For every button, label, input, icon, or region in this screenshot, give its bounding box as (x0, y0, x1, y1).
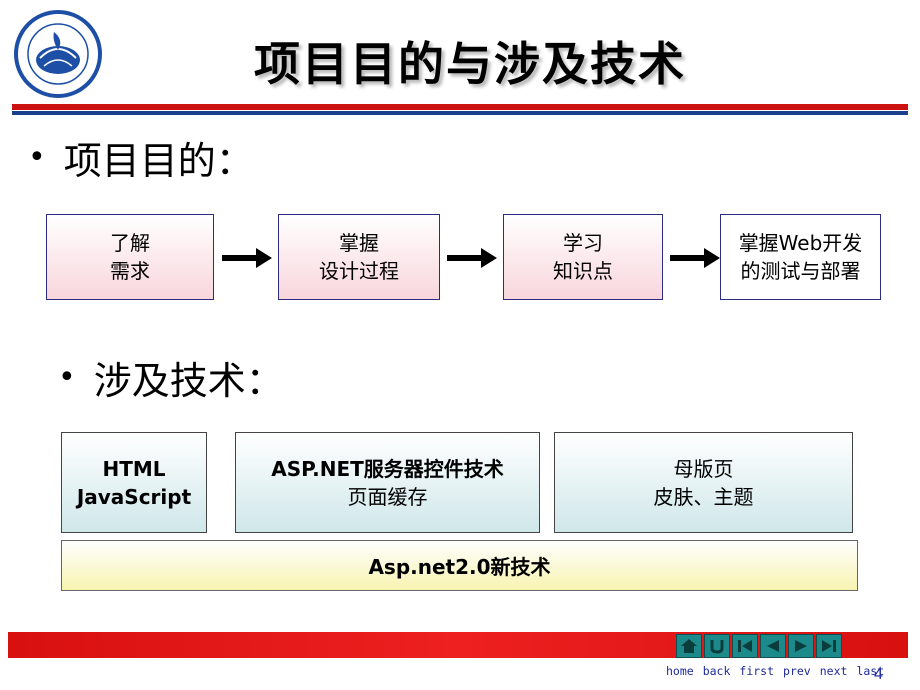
flow-step-line2: 设计过程 (319, 259, 399, 283)
nav-label-first[interactable]: first (739, 664, 775, 678)
tech-line2: 页面缓存 (347, 484, 428, 509)
section-heading: 涉及技术： (93, 359, 284, 403)
flow-step-line2: 知识点 (553, 259, 613, 283)
flow-step-line1: 了解 (110, 231, 150, 255)
nav-labels: home back first prev next last (666, 664, 893, 678)
tech-line1: 母版页 (673, 456, 734, 481)
nav-label-prev[interactable]: prev (783, 664, 811, 678)
nav-first-button[interactable] (732, 634, 758, 658)
footer-bar (8, 632, 908, 658)
flow-step-line2: 的测试与部署 (740, 259, 861, 283)
nav-label-next[interactable]: next (819, 664, 848, 678)
tech-base-aspnet20: Asp.net2.0新技术 (61, 540, 858, 591)
nav-home-button[interactable] (676, 634, 702, 658)
flow-step-1: 了解 需求 (46, 214, 214, 300)
return-icon (710, 640, 724, 654)
tech-line1: ASP.NET服务器控件技术 (271, 456, 504, 481)
tech-box-aspnet-controls: ASP.NET服务器控件技术 页面缓存 (235, 432, 540, 533)
school-logo (14, 10, 102, 98)
section-technologies: • 涉及技术： (58, 350, 284, 405)
tech-box-master-pages: 母版页 皮肤、主题 (554, 432, 853, 533)
nav-last-button[interactable] (816, 634, 842, 658)
flow-step-4: 掌握Web开发 的测试与部署 (720, 214, 881, 300)
nav-prev-button[interactable] (760, 634, 786, 658)
arrow-right-icon (447, 248, 497, 268)
nav-label-back[interactable]: back (702, 664, 731, 678)
arrow-right-icon (670, 248, 720, 268)
last-icon (822, 640, 836, 652)
slide-title: 项目目的与涉及技术 (254, 37, 686, 91)
flow-step-line2: 需求 (110, 259, 150, 283)
bullet-dot: • (28, 140, 46, 175)
arrow-right-icon (222, 248, 272, 268)
title-rule-red (12, 104, 908, 110)
nav-back-button[interactable] (704, 634, 730, 658)
next-icon (795, 640, 807, 652)
nav-label-home[interactable]: home (666, 664, 694, 678)
flow-step-line1: 学习 (563, 231, 603, 255)
slide-nav-buttons (676, 634, 842, 658)
tech-line2: 皮肤、主题 (653, 484, 754, 509)
page-number: 4 (874, 666, 883, 683)
section-project-purpose: • 项目目的： (28, 130, 254, 185)
home-icon (681, 639, 697, 653)
first-icon (738, 640, 752, 652)
tech-line1: HTML (102, 456, 166, 481)
prev-icon (767, 640, 779, 652)
flow-step-line1: 掌握Web开发 (738, 231, 863, 255)
flow-step-3: 学习 知识点 (503, 214, 663, 300)
section-heading: 项目目的： (63, 139, 254, 183)
base-label: Asp.net2.0新技术 (368, 555, 551, 579)
title-rule-blue (12, 111, 908, 115)
tech-line2: JavaScript (76, 484, 192, 509)
bullet-dot: • (58, 360, 76, 395)
flow-step-2: 掌握 设计过程 (278, 214, 440, 300)
nav-next-button[interactable] (788, 634, 814, 658)
flow-step-line1: 掌握 (339, 231, 379, 255)
nav-label-last[interactable]: last (856, 664, 885, 678)
tech-box-html-js: HTML JavaScript (61, 432, 207, 533)
